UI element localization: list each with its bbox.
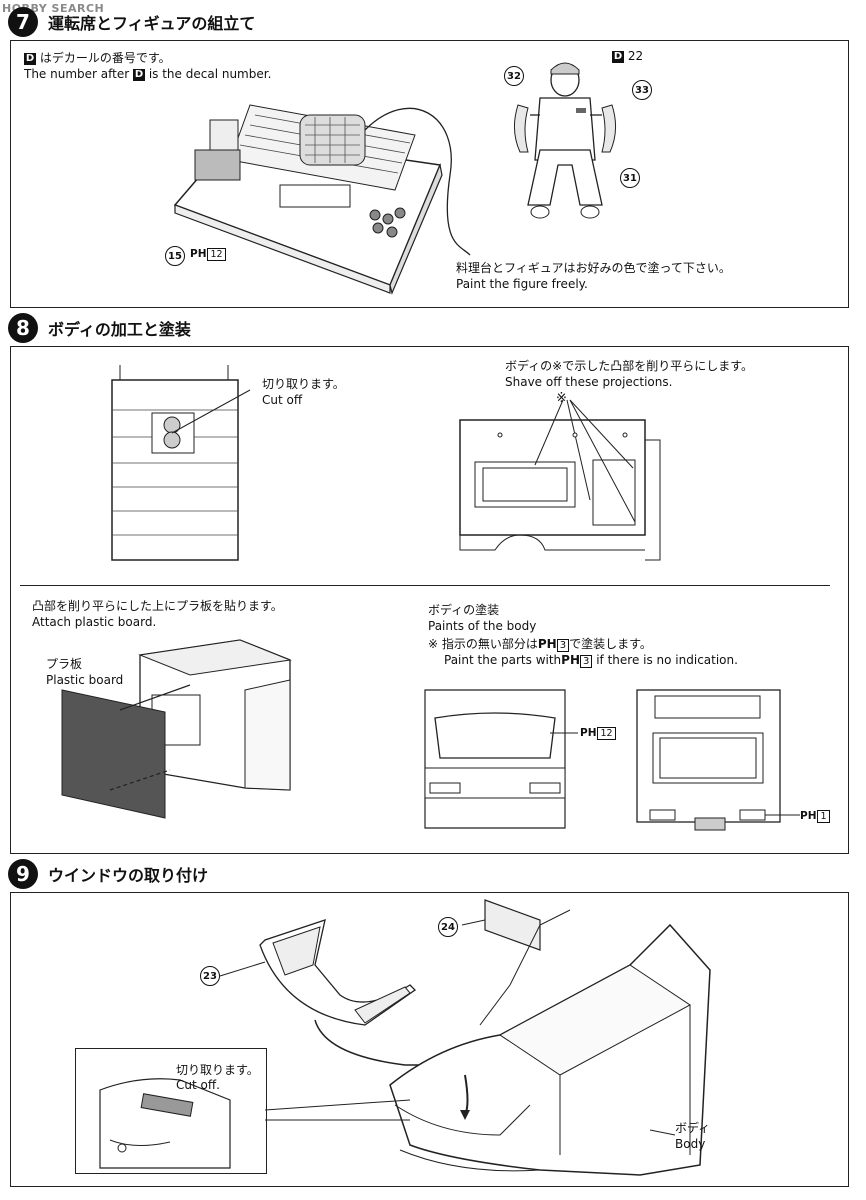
truck-body-illustration: [389, 909, 711, 1176]
decal-note-jp-text: はデカールの番号です。: [39, 51, 171, 65]
ph-label: PH: [800, 810, 817, 822]
ph-label: PH: [537, 637, 557, 651]
decal-note-jp: D はデカールの番号です。: [24, 50, 171, 67]
decal-icon: D: [133, 68, 145, 81]
attach-jp: 凸部を削り平らにした上にプラ板を貼ります。: [32, 599, 283, 613]
paint-code-3: 3: [580, 655, 593, 668]
projection-mark: ※: [556, 391, 567, 406]
cut-off-jp: 切り取ります。: [262, 377, 345, 391]
part-33: 33: [632, 80, 652, 100]
step8-header: 8 ボディの加工と塗装: [8, 312, 191, 344]
plastic-board-illustration: [61, 639, 292, 819]
paints-jp: ボディの塗装: [428, 603, 500, 617]
inset-cut-en: Cut off.: [176, 1078, 220, 1092]
step7-note-jp: 料理台とフィギュアはお好みの色で塗って下さい。: [456, 261, 731, 275]
step9-panel: [10, 892, 849, 1187]
part-31: 31: [620, 168, 640, 188]
body-en: Body: [675, 1137, 706, 1151]
part-23: 23: [200, 966, 220, 986]
body-jp: ボディ: [675, 1121, 711, 1135]
paint-code-box: 12: [207, 248, 226, 261]
paint-note-jp-suffix: で塗装します。: [569, 637, 652, 651]
step9-number: 9: [8, 859, 38, 889]
step7-header: 7 運転席とフィギュアの組立て: [8, 6, 255, 38]
decal-22: 22: [627, 49, 644, 63]
attach-en: Attach plastic board.: [32, 615, 157, 629]
step8-number: 8: [8, 313, 38, 343]
decal-note-en-suffix: is the decal number.: [148, 67, 272, 81]
truck-front-illustration: [424, 689, 578, 829]
leader-23: [219, 961, 266, 977]
inset-cut-jp: 切り取ります。: [176, 1063, 259, 1077]
part-15: 15: [165, 246, 185, 266]
truck-rear-illustration: [636, 689, 800, 831]
paint-note-en-suffix: if there is no indication.: [596, 653, 738, 667]
paint-code-box: 1: [817, 810, 830, 823]
ph-label: PH: [190, 248, 207, 260]
plastic-board-en: Plastic board: [46, 673, 124, 687]
cooking-table-illustration: [173, 104, 471, 295]
window-23-illustration: [259, 919, 450, 1066]
shave-en: Shave off these projections.: [505, 375, 673, 389]
shave-jp: ボディの※で示した凸部を削り平らにします。: [505, 359, 754, 373]
step7-title: 運転席とフィギュアの組立て: [48, 14, 256, 33]
step8-title: ボディの加工と塗装: [48, 320, 191, 339]
step9-header: 9 ウインドウの取り付け: [8, 858, 208, 890]
decal-icon: D: [612, 50, 624, 63]
paint-note-jp-prefix: ※ 指示の無い部分は: [428, 637, 538, 651]
step9-title: ウインドウの取り付け: [48, 866, 209, 885]
decal-22-label: D 22: [612, 48, 643, 65]
body-side-illustration: [459, 399, 661, 561]
decal-icon: D: [24, 52, 36, 65]
step7-note-en: Paint the figure freely.: [456, 277, 588, 291]
decal-note-en-prefix: The number after: [24, 67, 130, 81]
figure-illustration: [514, 62, 616, 219]
step8-divider: [20, 585, 830, 586]
step8-panel: [10, 346, 849, 854]
inset-bumper-illustration: [99, 1078, 411, 1169]
plastic-board-jp: プラ板: [46, 657, 83, 671]
paint-code-box: 12: [597, 727, 616, 740]
paints-en: Paints of the body: [428, 619, 537, 633]
paint-code-3: 3: [556, 639, 570, 652]
part-32: 32: [504, 66, 524, 86]
part-24: 24: [438, 917, 458, 937]
roof-panel-illustration: [111, 365, 251, 561]
decal-note-en: The number after D is the decal number.: [24, 66, 271, 83]
paint-note-en-prefix: Paint the parts with: [444, 653, 562, 667]
ph-label: PH: [580, 727, 597, 739]
cut-off-en: Cut off: [262, 393, 303, 407]
window-24-illustration: [461, 899, 541, 951]
ph-label: PH: [561, 653, 580, 667]
step7-number: 7: [8, 7, 38, 37]
step7-panel: [10, 40, 849, 308]
